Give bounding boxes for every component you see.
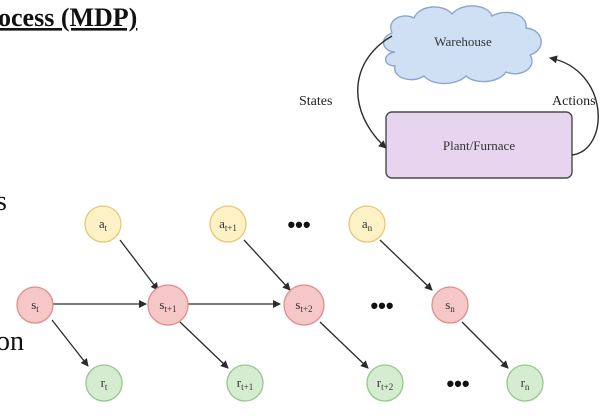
- reward-node: rt+1: [226, 364, 264, 402]
- chain-edges: [51, 239, 509, 369]
- action-label: at+1: [219, 216, 237, 233]
- state-node: st+1: [147, 284, 189, 326]
- warehouse-cloud: Warehouse: [382, 5, 542, 85]
- action-circle: [209, 205, 247, 243]
- edge-st-to-rt: [51, 319, 89, 367]
- state-base: s: [445, 297, 450, 312]
- states-arrow: [357, 35, 393, 149]
- ellipsis-states: •••: [370, 293, 393, 318]
- state-label: st+2: [295, 297, 312, 314]
- action-sub: t: [105, 223, 108, 233]
- action-base: a: [362, 216, 368, 231]
- state-sub: t+1: [164, 304, 176, 314]
- state-node: st: [16, 286, 54, 324]
- reward-label: rt+2: [377, 375, 393, 392]
- ellipsis-actions: •••: [287, 212, 310, 237]
- state-base: s: [159, 297, 164, 312]
- state-circle: [147, 284, 189, 326]
- reward-node: rt+2: [366, 364, 404, 402]
- actions-label: Actions: [552, 94, 596, 109]
- state-node: sn: [431, 286, 469, 324]
- action-node: an: [348, 205, 386, 243]
- reward-label: rt: [101, 375, 108, 392]
- reward-node: rt: [85, 364, 123, 402]
- state-sub: t+2: [300, 304, 312, 314]
- action-sub: t+1: [225, 223, 237, 233]
- state-circle: [431, 286, 469, 324]
- reward-base: r: [521, 375, 526, 390]
- ellipsis-rewards: •••: [446, 371, 469, 396]
- state-label: st: [31, 297, 39, 314]
- state-base: s: [295, 297, 300, 312]
- reward-label: rn: [521, 375, 530, 392]
- plant-label: Plant/Furnace: [443, 138, 515, 153]
- reward-circle: [366, 364, 404, 402]
- edge-st1-to-rt1: [179, 321, 229, 369]
- title-fragment: ocess (MDP): [0, 3, 137, 32]
- edge-an-to-sn: [379, 239, 433, 291]
- action-sub: n: [368, 223, 373, 233]
- action-node: at+1: [209, 205, 247, 243]
- action-node: at: [84, 205, 122, 243]
- states-label: States: [299, 94, 332, 109]
- action-circle: [84, 205, 122, 243]
- reward-circle: [85, 364, 123, 402]
- reward-sub: t: [105, 382, 108, 392]
- reward-node: rn: [506, 364, 544, 402]
- edge-sn-to-rn: [461, 321, 509, 369]
- reward-sub: t+2: [381, 382, 393, 392]
- reward-sub: n: [525, 382, 530, 392]
- action-label: an: [362, 216, 373, 233]
- reward-label: rt+1: [237, 375, 253, 392]
- action-base: a: [219, 216, 225, 231]
- reward-base: r: [377, 375, 382, 390]
- action-circle: [348, 205, 386, 243]
- reward-sub: t+1: [241, 382, 253, 392]
- state-sub: n: [450, 304, 455, 314]
- action-base: a: [99, 216, 105, 231]
- reward-circle: [226, 364, 264, 402]
- cloud-label: Warehouse: [434, 34, 492, 49]
- state-label: sn: [445, 297, 455, 314]
- reward-base: r: [101, 375, 106, 390]
- state-sub: t: [36, 304, 39, 314]
- actions-arrow: [549, 55, 599, 156]
- state-circle: [283, 284, 325, 326]
- plant-furnace-box: Plant/Furnace: [385, 111, 573, 179]
- left-text-fragment-2: on: [0, 326, 24, 357]
- edge-st2-to-rt2: [319, 321, 369, 369]
- state-base: s: [31, 297, 36, 312]
- reward-base: r: [237, 375, 242, 390]
- state-label: st+1: [159, 297, 176, 314]
- edge-at-to-st1: [119, 239, 159, 291]
- state-node: st+2: [283, 284, 325, 326]
- state-circle: [16, 286, 54, 324]
- left-text-fragment-1: s: [0, 186, 7, 217]
- action-label: at: [99, 216, 108, 233]
- reward-circle: [506, 364, 544, 402]
- edge-at1-to-st2: [243, 239, 291, 291]
- cloud-shape: [382, 5, 542, 85]
